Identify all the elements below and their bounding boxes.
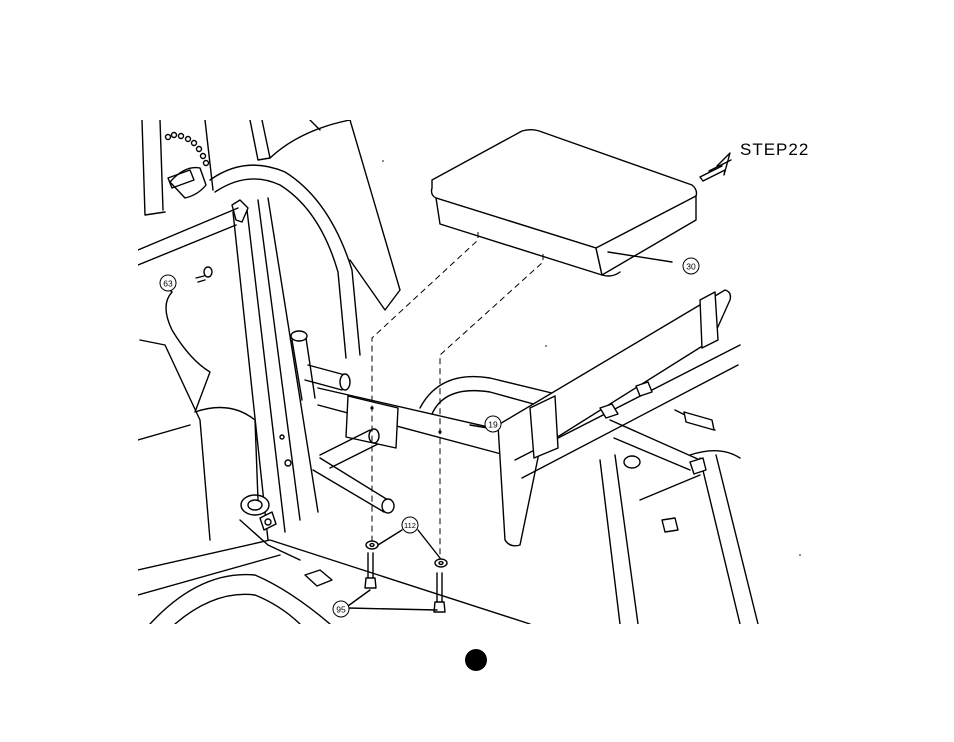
callout-30: 30 — [683, 258, 699, 274]
callout-63: 63 — [160, 275, 176, 291]
callout-19: 19 — [485, 416, 501, 432]
callout-95: 95 — [333, 601, 349, 617]
step-arrow-icon — [700, 153, 731, 181]
svg-text:19: 19 — [488, 420, 498, 430]
step-label: STEP22 — [740, 140, 809, 160]
svg-text:63: 63 — [163, 279, 173, 289]
machine-drawing — [138, 120, 758, 624]
svg-text:112: 112 — [404, 521, 416, 530]
page-marker — [465, 649, 487, 671]
svg-text:95: 95 — [336, 605, 346, 615]
callout-112: 112 — [402, 517, 418, 533]
svg-text:30: 30 — [686, 262, 696, 272]
